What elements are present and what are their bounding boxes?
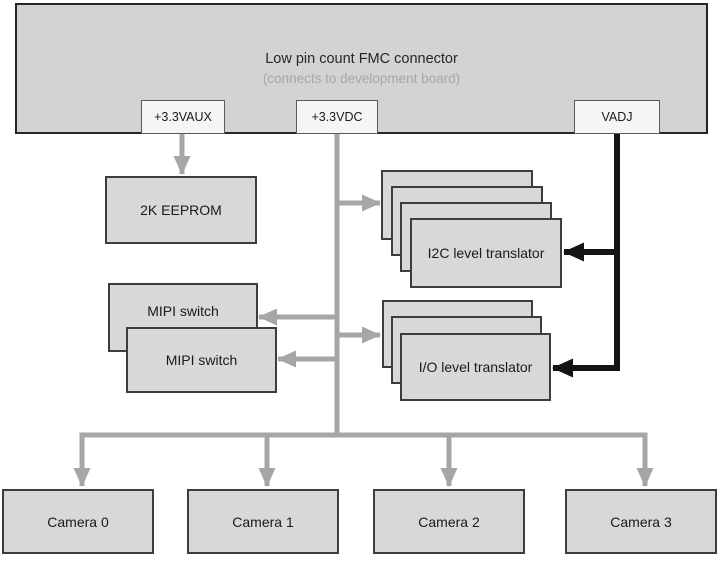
camera-1-box: Camera 1 — [187, 489, 339, 554]
camera-0-label: Camera 0 — [47, 513, 109, 530]
rail-3v3vaux: +3.3VAUX — [141, 100, 225, 134]
rail-3v3vdc: +3.3VDC — [296, 100, 378, 134]
camera-2-box: Camera 2 — [373, 489, 525, 554]
mipi-switch-1-label: MIPI switch — [165, 352, 238, 368]
mipi-switch-1-box: MIPI switch — [126, 327, 277, 393]
camera-3-label: Camera 3 — [610, 513, 672, 530]
i2c-translator-box: I2C level translator — [410, 218, 562, 288]
camera-0-box: Camera 0 — [2, 489, 154, 554]
i2c-translator-label: I2C level translator — [427, 245, 545, 261]
connector-subtitle: (connects to development board) — [262, 70, 461, 86]
arrow-vadj-to-io-translator — [552, 134, 620, 378]
io-translator-box: I/O level translator — [400, 333, 551, 401]
rail-vadj-label: VADJ — [601, 110, 633, 124]
rail-3v3vdc-label: +3.3VDC — [311, 110, 363, 124]
io-translator-label: I/O level translator — [418, 359, 533, 375]
rail-vadj: VADJ — [574, 100, 660, 134]
connector-title: Low pin count FMC connector — [265, 51, 458, 67]
mipi-switch-0-label: MIPI switch — [147, 302, 219, 319]
camera-2-label: Camera 2 — [418, 513, 480, 530]
eeprom-box: 2K EEPROM — [105, 176, 257, 244]
rail-3v3vaux-label: +3.3VAUX — [154, 110, 212, 124]
camera-3-box: Camera 3 — [565, 489, 717, 554]
eeprom-label: 2K EEPROM — [140, 202, 222, 218]
camera-1-label: Camera 1 — [232, 513, 294, 530]
